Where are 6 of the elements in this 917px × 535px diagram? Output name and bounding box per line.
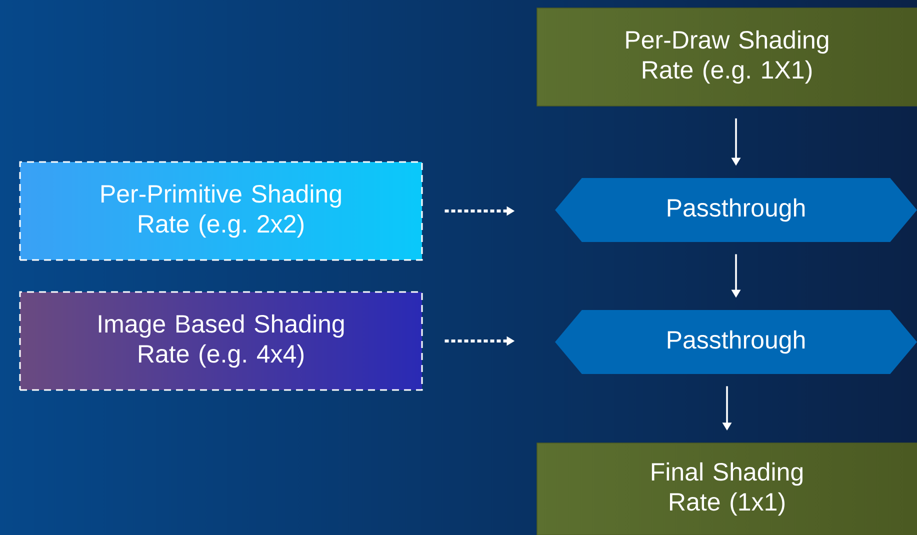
passthrough-hexagon: Passthrough — [555, 310, 917, 374]
passthrough-hexagon: Passthrough — [555, 178, 917, 242]
rate-box: Final Shading Rate (1x1) — [536, 442, 917, 535]
dashed-input-box: Per-Primitive Shading Rate (e.g. 2x2) — [19, 161, 423, 261]
dashed-input-box: Image Based Shading Rate (e.g. 4x4) — [19, 291, 423, 391]
rate-box: Per-Draw Shading Rate (e.g. 1X1) — [536, 8, 917, 106]
